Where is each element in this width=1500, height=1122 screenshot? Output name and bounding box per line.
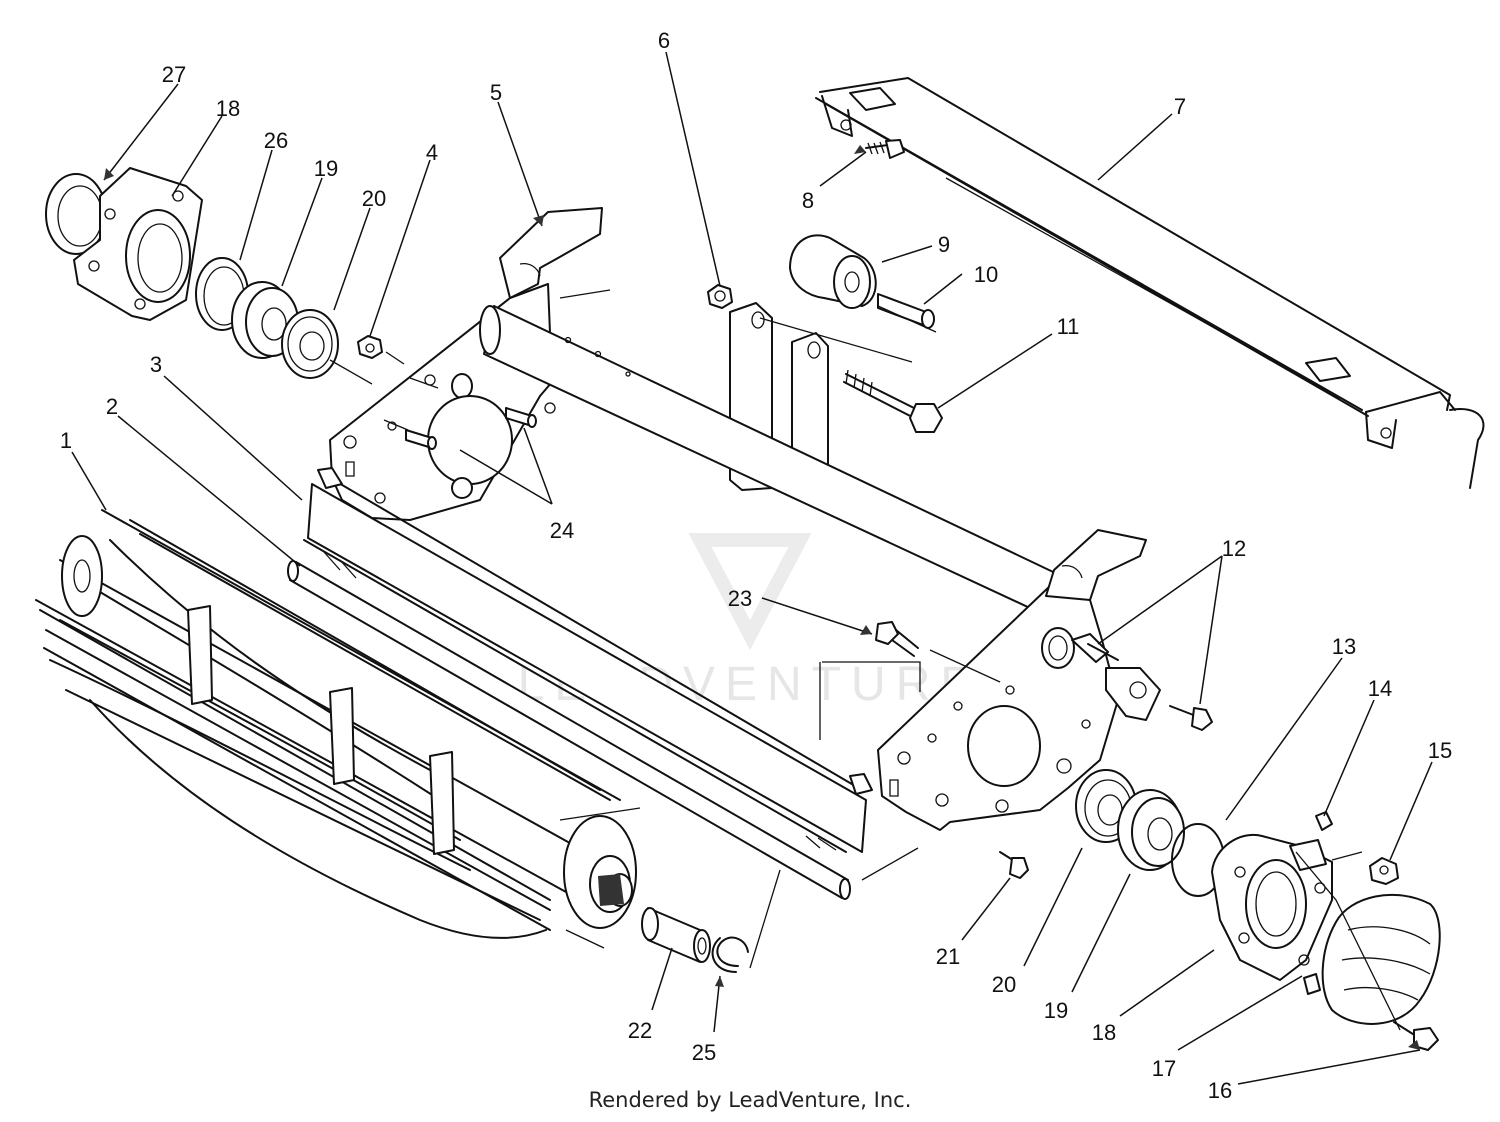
part-7-top-shield [815,77,1485,489]
callout-26: 26 [264,128,288,153]
part-15-nut [1369,857,1399,885]
callout-23: 23 [728,586,752,611]
callout-12: 12 [1222,536,1246,561]
callout-19-left: 19 [314,156,338,181]
callout-6: 6 [658,28,670,53]
callout-14: 14 [1368,676,1392,701]
part-20-seal [281,309,339,379]
part-6-nut [707,284,733,309]
part-8-screw [865,139,905,159]
part-3-bedbar [303,467,921,853]
callout-18-right: 18 [1092,1020,1116,1045]
main-frame [329,207,1147,831]
render-credit: Rendered by LeadVenture, Inc. [588,1088,912,1112]
callout-10: 10 [974,262,998,287]
callout-17: 17 [1152,1056,1176,1081]
left-bearing-assembly [45,167,405,385]
watermark-logo-icon [688,533,812,651]
part-10-pin [877,293,935,329]
part-11-bolt [843,369,943,433]
callout-21: 21 [936,944,960,969]
part-14-fitting [1315,811,1333,831]
callout-11: 11 [1057,314,1080,339]
callout-4: 4 [426,140,438,165]
callout-1: 1 [60,428,72,453]
callout-22: 22 [628,1018,652,1043]
callout-13: 13 [1332,634,1356,659]
callout-18-left: 18 [216,96,240,121]
callout-19-right: 19 [1044,998,1068,1023]
callout-9: 9 [938,232,950,257]
callout-27: 27 [162,62,186,87]
part-21-screw [999,851,1029,879]
callout-8: 8 [802,188,814,213]
callout-16: 16 [1208,1078,1232,1103]
part-2-shaft [287,560,919,969]
callout-25: 25 [692,1040,716,1065]
callout-labels: 27 18 26 19 20 4 5 6 7 8 9 10 11 3 2 1 2… [60,28,1452,1103]
callout-2: 2 [106,394,118,419]
callout-24: 24 [550,518,574,543]
callout-3: 3 [150,352,162,377]
part-9-spacer [789,234,877,309]
part-22-bushing [641,907,711,963]
leader-lines [71,51,1433,1085]
callout-20-right: 20 [992,972,1016,997]
part-25-snap-ring [711,936,749,973]
callout-7: 7 [1174,94,1186,119]
callout-5: 5 [490,80,502,105]
callout-20-left: 20 [362,186,386,211]
part-4-nut [357,335,383,359]
part-1-reel [35,509,641,949]
part-23-screw [875,621,1001,683]
right-bearing-assembly [1075,769,1441,1051]
callout-15: 15 [1428,738,1452,763]
part-12-adjuster [1071,633,1213,731]
